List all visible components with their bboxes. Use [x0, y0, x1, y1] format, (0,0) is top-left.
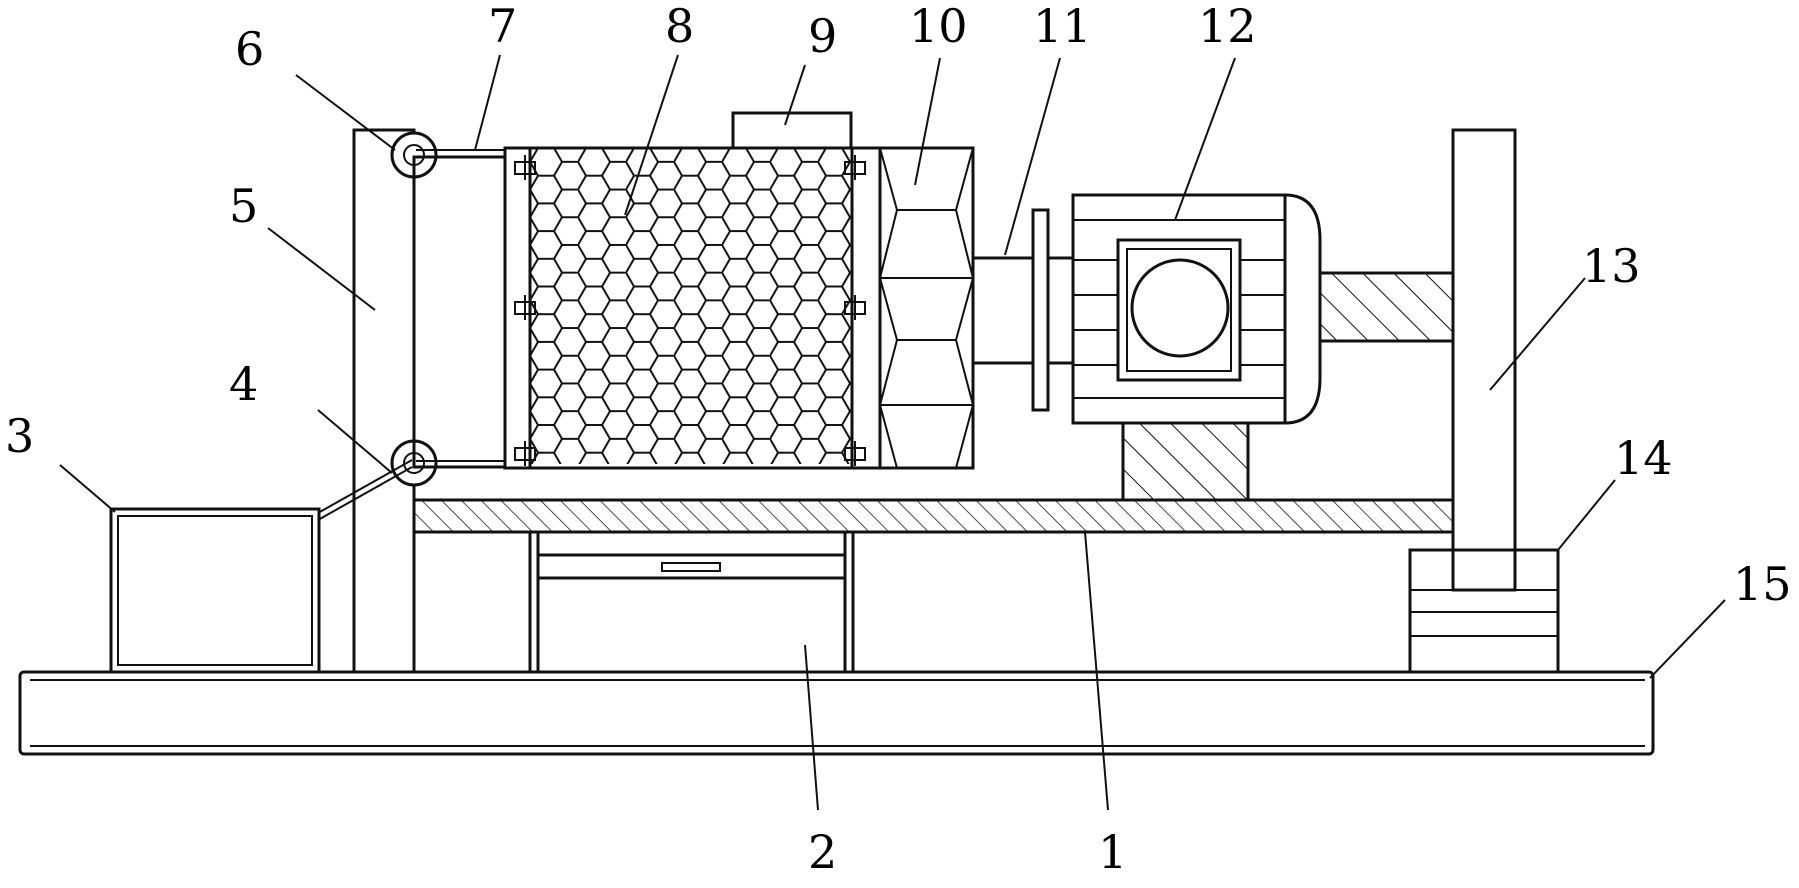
label-8: 8 — [665, 0, 694, 53]
label-9: 9 — [808, 9, 837, 63]
bolts — [514, 155, 866, 466]
honeycomb-screen — [503, 146, 882, 470]
label-15: 15 — [1733, 557, 1792, 611]
motor-base — [1121, 421, 1250, 502]
label-1: 1 — [1098, 825, 1127, 879]
upper-pulley — [390, 131, 438, 179]
bolt — [514, 295, 536, 320]
top-block — [731, 111, 853, 150]
side-connector — [1318, 271, 1455, 343]
label-5: 5 — [229, 179, 258, 233]
bolt — [844, 295, 866, 320]
label-12: 12 — [1198, 0, 1257, 53]
vertical-column — [352, 128, 416, 674]
platform — [412, 498, 1455, 534]
impeller-housing — [878, 146, 975, 470]
base-plate — [18, 670, 1655, 756]
callout-labels: 1 2 3 4 5 6 7 8 9 10 11 12 13 14 15 — [5, 0, 1792, 879]
bolt — [514, 441, 536, 466]
label-10: 10 — [909, 0, 968, 53]
label-14: 14 — [1614, 431, 1673, 485]
right-column — [1451, 128, 1517, 592]
leader-lines — [59, 54, 1726, 811]
motor — [1071, 193, 1322, 425]
bolt — [514, 155, 536, 180]
column-base — [1408, 548, 1560, 674]
label-7: 7 — [488, 0, 517, 53]
label-13: 13 — [1582, 239, 1641, 293]
bolt — [844, 155, 866, 180]
label-6: 6 — [235, 22, 264, 76]
label-4: 4 — [229, 357, 258, 411]
housing-plate — [412, 155, 507, 469]
bolt — [844, 441, 866, 466]
label-3: 3 — [5, 409, 34, 463]
coupling-shaft — [971, 208, 1075, 412]
control-box — [109, 507, 321, 674]
label-2: 2 — [808, 825, 837, 879]
collection-drawer — [528, 532, 855, 672]
label-11: 11 — [1033, 0, 1092, 53]
